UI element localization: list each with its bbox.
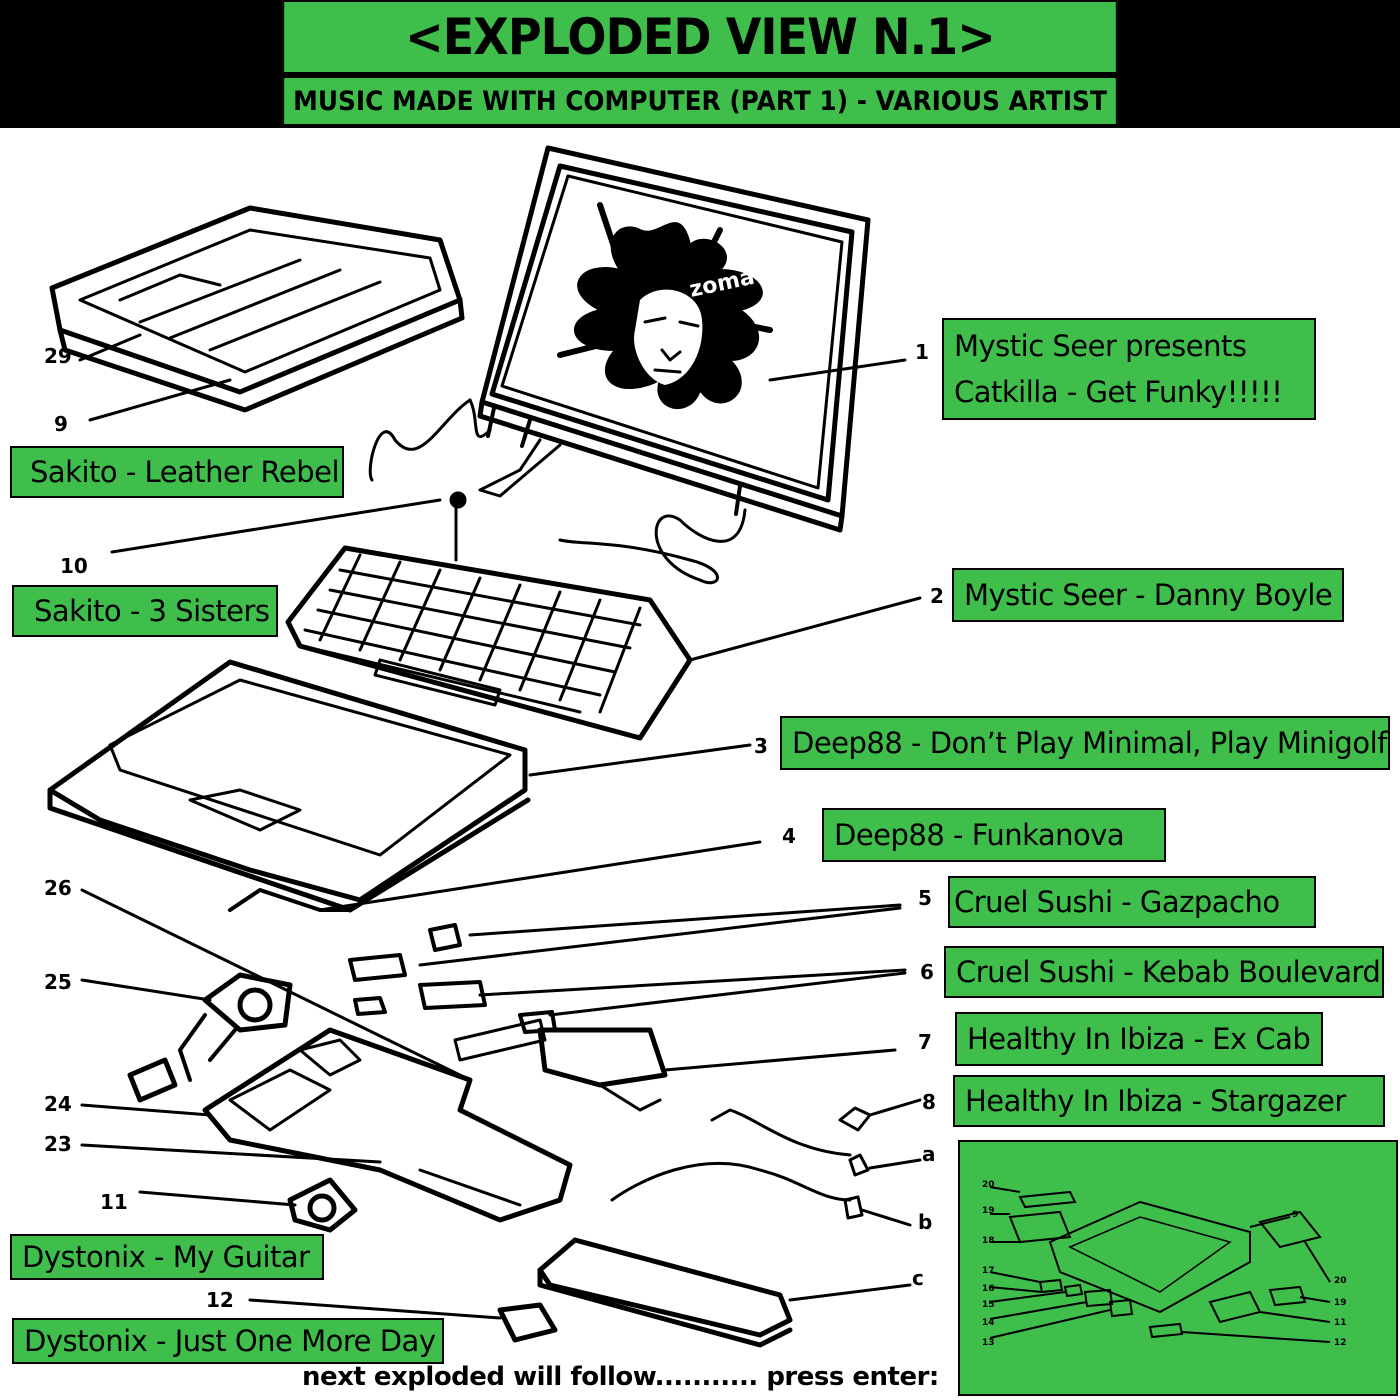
keyboard-part: [285, 491, 693, 741]
inset-number-18: 18: [982, 1236, 995, 1246]
inset-number-20b: 20: [1334, 1276, 1347, 1286]
face-lines: [643, 316, 700, 374]
track-12-label[interactable]: Dystonix - Just One More Day: [12, 1318, 444, 1364]
part-number-c: c: [912, 1266, 924, 1290]
track-number-3: 3: [754, 734, 768, 758]
screen-part: [368, 145, 871, 585]
inset-number-20: 20: [982, 1180, 995, 1190]
track-4-label[interactable]: Deep88 - Funkanova: [822, 808, 1166, 862]
track-9-label[interactable]: Sakito - Leather Rebel: [10, 446, 344, 498]
inset-number-15: 15: [982, 1300, 995, 1310]
inset-drawing: [989, 1186, 1331, 1343]
track-10-label[interactable]: Sakito - 3 Sisters: [12, 585, 278, 637]
track-8-label[interactable]: Healthy In Ibiza - Stargazer: [953, 1075, 1385, 1127]
footer-text: next exploded will follow........... pre…: [302, 1362, 939, 1392]
inset-number-19b: 19: [1334, 1298, 1347, 1308]
track-number-4: 4: [782, 824, 796, 848]
track-3-label[interactable]: Deep88 - Don’t Play Minimal, Play Minigo…: [780, 716, 1390, 770]
track-6-label[interactable]: Cruel Sushi - Kebab Boulevard: [944, 946, 1384, 998]
track-number-9: 9: [54, 412, 68, 436]
motherboard-part: [202, 1018, 668, 1223]
inset-number-16: 16: [982, 1284, 995, 1294]
part-number-25: 25: [44, 970, 72, 994]
part-number-b: b: [918, 1210, 933, 1234]
inset-diagram: 20 19 18 17 16 15 14 13 9 20 19 11 12: [958, 1140, 1398, 1396]
track-number-6: 6: [920, 960, 934, 984]
top-case-part: [47, 659, 531, 913]
cable-parts: [610, 1106, 872, 1220]
speaker-part: [497, 1302, 558, 1343]
part-number-23: 23: [44, 1132, 72, 1156]
track-1-label[interactable]: Mystic Seer presents Catkilla - Get Funk…: [942, 318, 1316, 420]
leader-lines: [78, 333, 922, 1320]
part-number-a: a: [922, 1142, 936, 1166]
track-number-1: 1: [915, 340, 929, 364]
track-11-label[interactable]: Dystonix - My Guitar: [10, 1234, 324, 1280]
header-bar: <EXPLODED VIEW N.1> MUSIC MADE WITH COMP…: [0, 0, 1400, 128]
track-number-10: 10: [60, 554, 88, 578]
part-number-29: 29: [44, 344, 72, 368]
track-2-label[interactable]: Mystic Seer - Danny Boyle: [952, 568, 1344, 622]
inset-number-12: 12: [1334, 1338, 1347, 1348]
track-number-12: 12: [206, 1288, 234, 1312]
face-highlight: [634, 289, 703, 385]
inset-number-9: 9: [1292, 1210, 1299, 1220]
inset-number-13: 13: [982, 1338, 995, 1348]
page-subtitle: MUSIC MADE WITH COMPUTER (PART 1) - VARI…: [282, 76, 1118, 126]
fan-part: [127, 972, 293, 1103]
track-number-8: 8: [922, 1090, 936, 1114]
battery-part: [537, 1237, 793, 1348]
track-number-5: 5: [918, 886, 932, 910]
bottom-case-part: [49, 205, 465, 413]
small-fan-part: [287, 1177, 358, 1233]
track-7-label[interactable]: Healthy In Ibiza - Ex Cab: [955, 1012, 1323, 1066]
small-parts: [348, 923, 557, 1034]
inset-number-11: 11: [1334, 1318, 1347, 1328]
track-number-2: 2: [930, 584, 944, 608]
track-number-7: 7: [918, 1030, 932, 1054]
part-number-26: 26: [44, 876, 72, 900]
track-1-line2: Catkilla - Get Funky!!!!!: [954, 375, 1283, 409]
inset-number-19: 19: [982, 1206, 995, 1216]
inset-number-14: 14: [982, 1318, 995, 1328]
page-title: <EXPLODED VIEW N.1>: [282, 0, 1118, 74]
part-number-24: 24: [44, 1092, 72, 1116]
track-1-line1: Mystic Seer presents: [954, 329, 1247, 363]
inset-number-17: 17: [982, 1266, 995, 1276]
track-5-label[interactable]: Cruel Sushi - Gazpacho: [948, 876, 1316, 928]
track-number-11: 11: [100, 1190, 128, 1214]
